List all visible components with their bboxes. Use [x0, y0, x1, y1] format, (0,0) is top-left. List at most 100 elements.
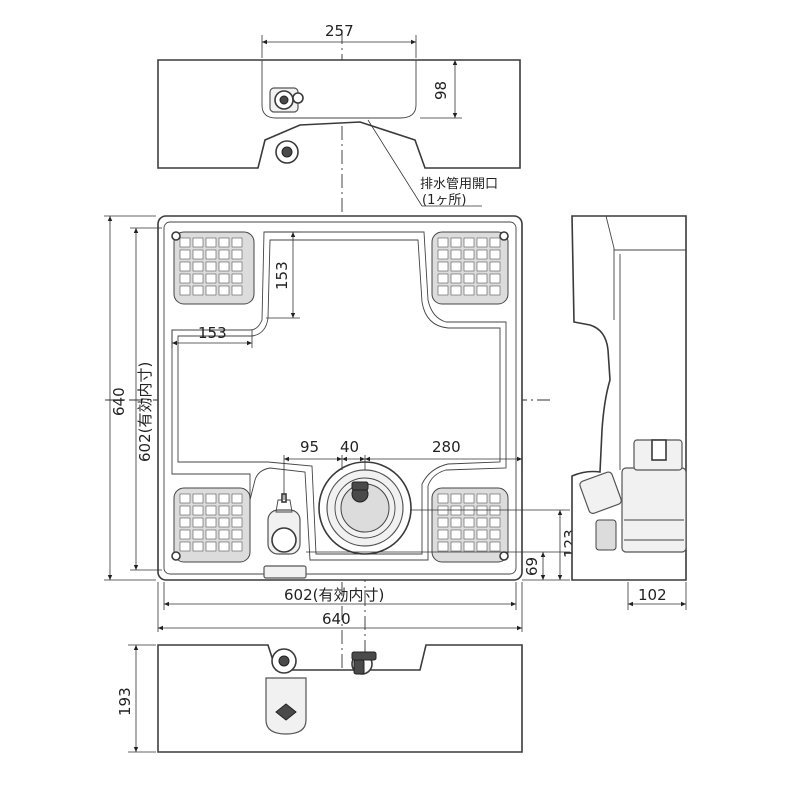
- grid-cell: [231, 493, 243, 504]
- grid-cell: [476, 529, 488, 540]
- grid-cell: [476, 261, 488, 272]
- grid-cell: [179, 273, 191, 284]
- dim-offset-95: 95: [300, 438, 319, 456]
- grid-cell: [192, 261, 204, 272]
- front-elevation-view: [128, 644, 523, 753]
- grid-cell: [489, 529, 501, 540]
- grid-cell: [437, 529, 449, 540]
- grid-cell: [463, 249, 475, 260]
- grid-cell: [231, 249, 243, 260]
- grid-cell: [192, 285, 204, 296]
- grid-cell: [450, 261, 462, 272]
- grid-cell: [437, 285, 449, 296]
- grid-cell: [450, 285, 462, 296]
- grid-cell: [489, 541, 501, 552]
- grid-cell: [476, 517, 488, 528]
- side-elevation-view: [571, 215, 687, 610]
- grid-cell: [205, 237, 217, 248]
- grid-cell: [231, 517, 243, 528]
- grid-cell: [231, 273, 243, 284]
- dim-offset-280: 280: [432, 438, 461, 456]
- grid-cell: [437, 237, 449, 248]
- grid-cell: [231, 285, 243, 296]
- grid-cell: [192, 237, 204, 248]
- grid-cell: [437, 517, 449, 528]
- grid-cell: [437, 493, 449, 504]
- dim-corner-height: 153: [273, 261, 291, 290]
- grid-cell: [489, 237, 501, 248]
- dim-top-width: 257: [325, 22, 354, 40]
- grid-cell: [218, 273, 230, 284]
- grid-cell: [179, 285, 191, 296]
- grid-cell: [179, 249, 191, 260]
- grid-cell: [192, 493, 204, 504]
- dim-side-69: 69: [523, 557, 541, 576]
- grid-cell: [476, 541, 488, 552]
- dim-front-height: 193: [116, 687, 134, 716]
- grid-cell: [476, 249, 488, 260]
- grid-cell: [463, 285, 475, 296]
- grid-cell: [179, 505, 191, 516]
- grid-cell: [476, 285, 488, 296]
- grid-cell: [179, 261, 191, 272]
- grid-cell: [218, 505, 230, 516]
- grid-cell: [463, 261, 475, 272]
- grid-cell: [476, 505, 488, 516]
- grid-cell: [437, 261, 449, 272]
- grid-cell: [192, 249, 204, 260]
- dim-top-height: 98: [432, 81, 450, 100]
- grid-cell: [205, 273, 217, 284]
- grid-cell: [205, 505, 217, 516]
- grid-cell: [205, 249, 217, 260]
- central-drain: [318, 461, 412, 555]
- grid-cell: [218, 237, 230, 248]
- grid-cell: [450, 505, 462, 516]
- grid-cell: [476, 493, 488, 504]
- plan-view: [104, 215, 570, 632]
- grid-cell: [463, 517, 475, 528]
- grid-cell: [489, 249, 501, 260]
- front-outlet-connector: [351, 651, 377, 675]
- grid-cell: [179, 517, 191, 528]
- grid-cell: [205, 541, 217, 552]
- grid-cell: [205, 529, 217, 540]
- grid-cell: [450, 237, 462, 248]
- grid-cell: [231, 505, 243, 516]
- grid-cell: [179, 541, 191, 552]
- grid-cell: [179, 529, 191, 540]
- grid-cell: [489, 517, 501, 528]
- grid-cell: [179, 237, 191, 248]
- grid-cell: [450, 273, 462, 284]
- grid-cell: [179, 493, 191, 504]
- grid-cell: [463, 273, 475, 284]
- grid-cell: [192, 517, 204, 528]
- grid-cell: [489, 493, 501, 504]
- drain-opening-top: [275, 140, 299, 164]
- grid-cell: [192, 273, 204, 284]
- dim-outer-width: 640: [322, 610, 351, 628]
- front-drain-fitting: [265, 648, 307, 735]
- grid-cell: [205, 493, 217, 504]
- grid-cell: [218, 541, 230, 552]
- grid-cell: [218, 493, 230, 504]
- grid-cell: [463, 505, 475, 516]
- grid-cell: [437, 505, 449, 516]
- grid-cell: [437, 273, 449, 284]
- grid-cell: [218, 529, 230, 540]
- grid-cell: [463, 493, 475, 504]
- grid-cell: [476, 237, 488, 248]
- top-elevation-view: [157, 35, 521, 207]
- drain-fitting-top: [269, 87, 304, 113]
- dim-inner-width: 602(有効内寸): [284, 586, 384, 604]
- dim-offset-40: 40: [340, 438, 359, 456]
- grid-cell: [463, 541, 475, 552]
- grid-cell: [489, 273, 501, 284]
- dim-corner-width: 153: [198, 324, 227, 342]
- grid-cell: [463, 237, 475, 248]
- corner-grid-cells: [179, 237, 501, 552]
- grid-cell: [437, 541, 449, 552]
- grid-cell: [218, 249, 230, 260]
- grid-cell: [450, 529, 462, 540]
- grid-cell: [476, 273, 488, 284]
- grid-cell: [218, 285, 230, 296]
